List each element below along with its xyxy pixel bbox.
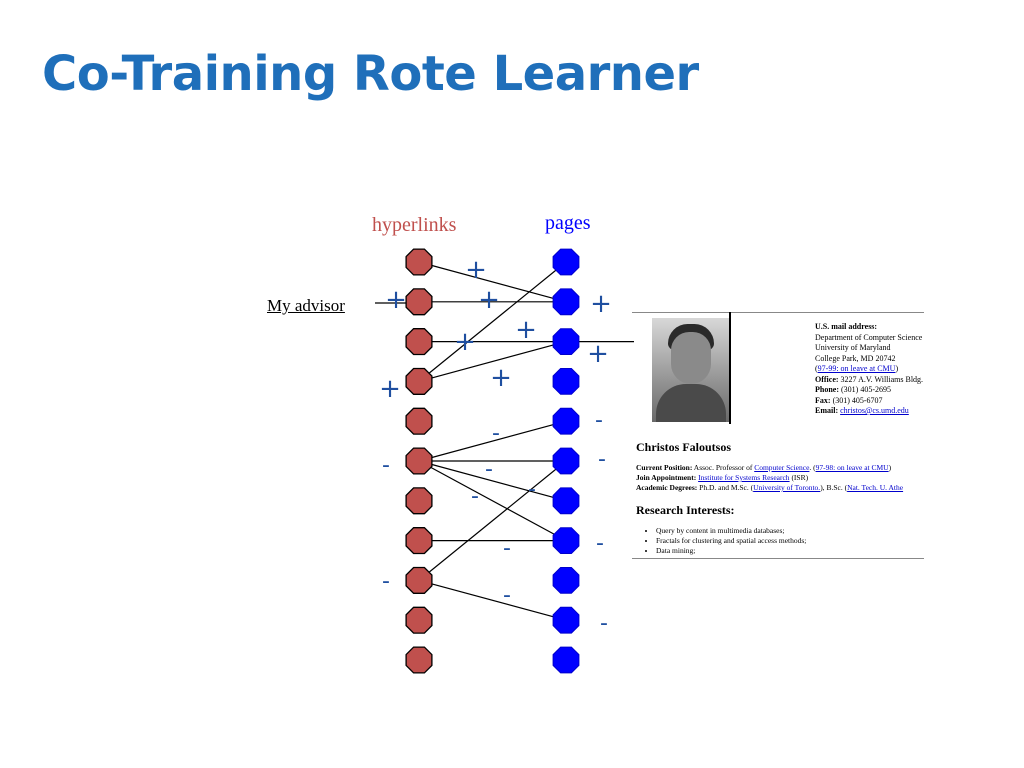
negative-label: - [595, 408, 603, 433]
graph-edge [418, 579, 567, 621]
hyperlink-node [405, 487, 433, 515]
page-node [552, 407, 580, 435]
joint-label: Join Appointment: [636, 473, 697, 482]
positive-label: + [490, 363, 512, 393]
interest-item: Fractals for clustering and spatial acce… [656, 536, 806, 546]
address-line: College Park, MD 20742 [815, 353, 896, 363]
positive-label: + [379, 374, 401, 404]
hyperlink-node [405, 407, 433, 435]
address-line: Department of Computer Science [815, 332, 923, 342]
hyperlink-node [405, 288, 433, 316]
page-node [552, 288, 580, 316]
hyperlink-node [405, 646, 433, 674]
hyperlink-node [405, 527, 433, 555]
negative-label: - [528, 477, 536, 502]
positive-label: + [587, 339, 609, 369]
email-label: Email: [815, 406, 839, 415]
computer-science-link[interactable]: Computer Science [754, 463, 810, 472]
research-heading: Research Interests: [636, 503, 735, 517]
hyperlink-node [405, 328, 433, 356]
graph-edge [418, 460, 567, 542]
toronto-link[interactable]: University of Toronto. [753, 483, 821, 492]
page-node [552, 487, 580, 515]
graph-edge [418, 460, 567, 502]
negative-label: - [492, 421, 500, 446]
negative-label: - [485, 457, 493, 482]
portrait-photo [652, 318, 730, 422]
office-value: 3227 A.V. Williams Bldg. [840, 374, 924, 384]
negative-label: - [598, 447, 606, 472]
graph-edge [418, 420, 567, 462]
hyperlink-node [405, 248, 433, 276]
joint-suffix: (ISR) [791, 473, 809, 482]
fax-value: (301) 405-6707 [832, 395, 883, 405]
pages-column-label: pages [545, 212, 591, 234]
hyperlink-node [405, 367, 433, 395]
graph-edge [418, 341, 567, 382]
page-node [552, 646, 580, 674]
hyperlink-node [405, 566, 433, 594]
leave-cmu-link[interactable]: 97-98: on leave at CMU [815, 463, 889, 472]
negative-label: - [503, 536, 511, 561]
interest-item: Query by content in multimedia databases… [656, 526, 806, 536]
negative-label: - [596, 531, 604, 556]
negative-label: - [471, 484, 479, 509]
position-text: Assoc. Professor of [693, 463, 753, 472]
positive-label: + [478, 285, 500, 315]
person-name: Christos Faloutsos [636, 440, 732, 454]
degrees-text: Ph.D. and M.Sc. [699, 483, 749, 492]
address-heading: U.S. mail address: [815, 322, 878, 331]
address-leave-link[interactable]: 97-99: on leave at CMU [817, 364, 896, 373]
email-link[interactable]: christos@cs.umd.edu [840, 406, 909, 415]
hyperlink-node [405, 447, 433, 475]
negative-label: - [382, 453, 390, 478]
graph-edge [418, 261, 567, 303]
phone-value: (301) 405-2695 [841, 385, 891, 394]
degrees-mid: B.Sc. [826, 483, 843, 492]
page-node [552, 447, 580, 475]
address-line: University of Maryland [815, 343, 891, 352]
athens-link[interactable]: Nat. Tech. U. Athe [847, 483, 904, 492]
negative-label: - [600, 611, 608, 636]
hyperlink-node [405, 606, 433, 634]
phone-label: Phone: [815, 385, 839, 394]
graph-edge [418, 261, 567, 382]
mail-address-block: U.S. mail address: Department of Compute… [815, 322, 924, 415]
bottom-rule [632, 558, 924, 559]
positive-label: + [515, 315, 537, 345]
negative-label: - [382, 569, 390, 594]
my-advisor-link-text[interactable]: My advisor [267, 296, 345, 315]
positive-label: + [385, 285, 407, 315]
graph-edge [418, 460, 567, 581]
slide-title: Co-Training Rote Learner [42, 46, 699, 102]
page-node [552, 248, 580, 276]
interest-item: Data mining; [656, 546, 806, 556]
page-node [552, 567, 580, 594]
negative-label: - [503, 583, 511, 608]
fax-label: Fax: [815, 395, 831, 405]
photo-divider [729, 312, 731, 424]
isr-link[interactable]: Institute for Systems Research [698, 473, 790, 482]
position-label: Current Position: [636, 463, 693, 472]
interests-list: Query by content in multimedia databases… [636, 526, 806, 556]
page-node [552, 527, 580, 554]
positive-label: + [454, 327, 476, 357]
page-node [552, 606, 580, 634]
hyperlinks-column-label: hyperlinks [372, 214, 457, 236]
page-node [552, 368, 580, 395]
positive-label: + [590, 289, 612, 319]
degrees-label: Academic Degrees: [636, 483, 698, 492]
positive-label: + [465, 255, 487, 285]
homepage-snapshot: U.S. mail address: Department of Compute… [632, 312, 924, 564]
top-rule [632, 312, 924, 313]
office-label: Office: [815, 374, 839, 384]
page-node [552, 328, 580, 355]
position-block: Current Position: Assoc. Professor of Co… [636, 463, 904, 492]
